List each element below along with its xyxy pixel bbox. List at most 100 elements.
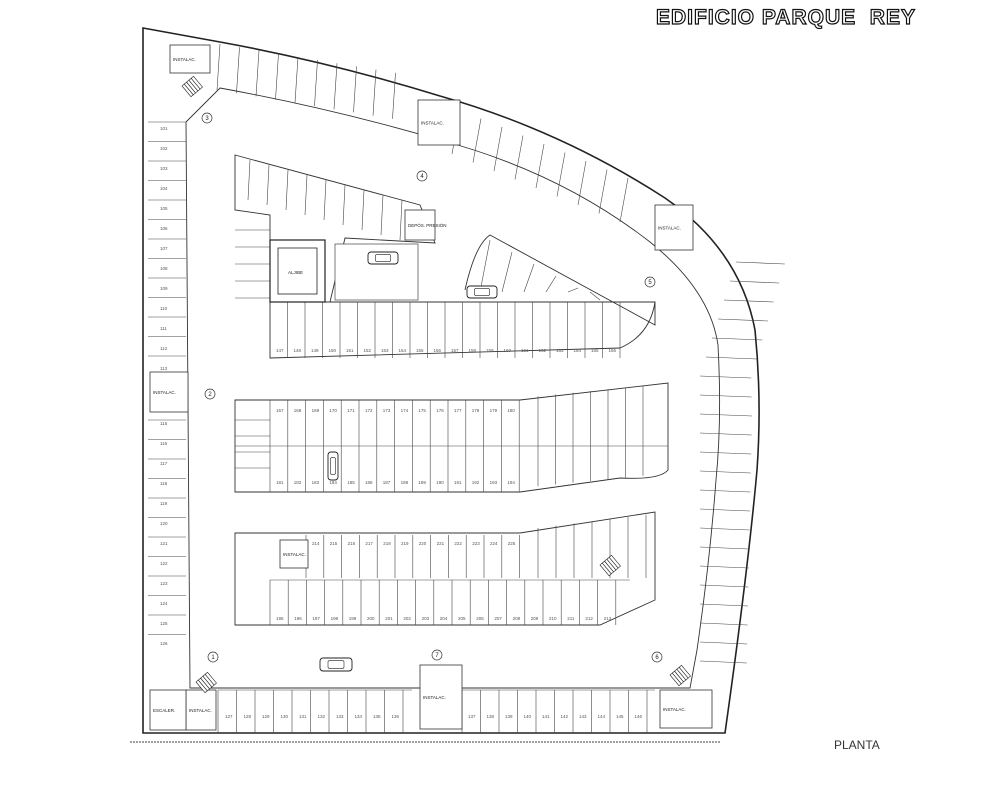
stall-divider: [699, 660, 747, 664]
service-room-label: INSTALAC.: [153, 390, 176, 395]
stall-divider: [380, 194, 384, 236]
stall-divider: [699, 375, 752, 379]
stall-number: 218: [383, 541, 391, 546]
core-marker: [207, 651, 219, 663]
stall-number: 187: [383, 480, 391, 485]
service-room: [659, 689, 713, 729]
stall-divider: [247, 159, 251, 201]
core-marker: [201, 112, 213, 124]
stall-number: 182: [294, 480, 302, 485]
core-marker: [416, 170, 428, 182]
stall-divider: [567, 287, 579, 293]
stall-number: 103: [160, 166, 168, 171]
stall-number: 188: [401, 480, 409, 485]
stall-number: 172: [365, 408, 373, 413]
stall-divider: [361, 189, 365, 231]
stall-divider: [372, 69, 377, 116]
stall-number: 206: [476, 616, 484, 621]
stall-number: 190: [436, 480, 444, 485]
stall-number: 189: [418, 480, 426, 485]
stall-number: 132: [318, 714, 326, 719]
stall-number: 207: [494, 616, 502, 621]
service-room-label: INSTALAC.: [173, 57, 196, 62]
stall-number: 149: [311, 348, 319, 353]
stair-step: [190, 75, 203, 90]
stall-number: 197: [312, 616, 320, 621]
stall-number: 211: [567, 616, 575, 621]
stall-divider: [729, 280, 780, 284]
stall-number: 109: [160, 286, 168, 291]
stall-number: 146: [635, 714, 643, 719]
service-room-label: INSTALAC.: [658, 226, 681, 231]
stall-number: 215: [330, 541, 338, 546]
core-number: 6: [655, 655, 659, 661]
stall-number: 191: [454, 480, 462, 485]
stall-number: 131: [299, 714, 307, 719]
stair-step: [678, 664, 691, 679]
core-number: 5: [648, 280, 652, 286]
stall-number: 213: [604, 616, 612, 621]
stall-number: 173: [383, 408, 391, 413]
stall-number: 117: [160, 461, 168, 466]
water-tank-inner: [277, 247, 318, 295]
stall-number: 212: [585, 616, 593, 621]
stall-divider: [717, 318, 769, 322]
page-title: EDIFICIO PARQUE REY: [655, 5, 916, 29]
service-room-label: DEPÓS. PRESIÓN: [408, 222, 447, 228]
stall-divider: [699, 565, 749, 569]
stall-number: 181: [276, 480, 284, 485]
stall-number: 156: [434, 348, 442, 353]
stair-step: [608, 554, 621, 569]
stall-divider: [699, 413, 753, 417]
stall-number: 107: [160, 246, 168, 251]
stall-divider: [314, 59, 318, 107]
stall-number: 224: [490, 541, 498, 546]
stall-number: 222: [454, 541, 462, 546]
stall-divider: [699, 489, 751, 493]
stall-divider: [399, 199, 403, 241]
car-icon: [319, 657, 353, 672]
stall-number: 140: [524, 714, 532, 719]
plan-label: PLANTA: [834, 738, 880, 752]
stall-divider: [342, 184, 346, 226]
stall-number: 217: [365, 541, 373, 546]
stall-number: 152: [364, 348, 372, 353]
stall-divider: [699, 451, 752, 455]
stall-number: 179: [490, 408, 498, 413]
service-room: [654, 204, 694, 251]
service-room-label: INSTALAC.: [189, 708, 212, 713]
stall-number: 141: [542, 714, 550, 719]
stair-icon: [599, 554, 621, 577]
stall-divider: [699, 527, 750, 531]
stall-number: 145: [616, 714, 624, 719]
stall-divider: [216, 43, 221, 91]
stall-number: 183: [312, 480, 320, 485]
stall-divider: [619, 177, 629, 223]
stall-divider: [304, 174, 308, 216]
stall-number: 208: [513, 616, 521, 621]
stall-divider: [723, 299, 774, 303]
stall-number: 127: [225, 714, 233, 719]
stall-number: 204: [440, 616, 448, 621]
core-marker: [431, 649, 443, 661]
service-room: [185, 689, 217, 731]
stair-icon: [195, 671, 217, 694]
stall-number: 105: [160, 206, 168, 211]
stall-divider: [266, 164, 270, 206]
stall-divider: [699, 603, 749, 607]
stall-number: 139: [505, 714, 513, 719]
car-roof: [474, 288, 490, 296]
stall-number: 186: [365, 480, 373, 485]
stall-number: 225: [508, 541, 516, 546]
core-number: 3: [205, 116, 209, 122]
stall-number: 160: [504, 348, 512, 353]
stall-number: 125: [160, 621, 168, 626]
service-room-label: INSTALAC.: [663, 707, 686, 712]
stall-number: 221: [437, 541, 445, 546]
stall-number: 144: [598, 714, 606, 719]
stall-number: 133: [336, 714, 344, 719]
stall-number: 102: [160, 146, 168, 151]
stall-divider: [699, 641, 748, 645]
stall-number: 119: [160, 501, 168, 506]
stall-number: 162: [539, 348, 547, 353]
